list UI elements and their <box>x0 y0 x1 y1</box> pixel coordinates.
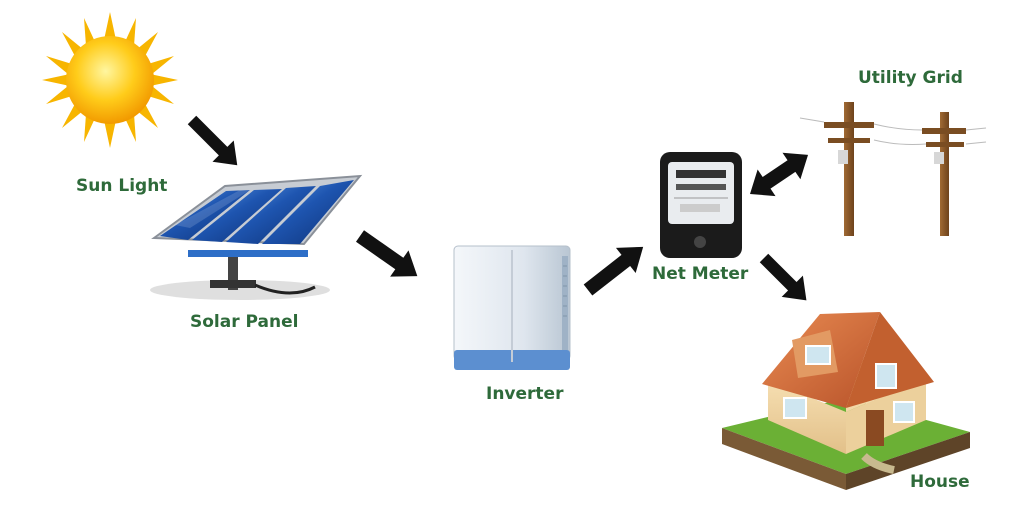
arrow-meter-grid-bidirectional <box>750 152 809 197</box>
arrow-inverter-to-meter <box>583 246 644 296</box>
flow-arrows <box>187 115 809 301</box>
arrow-sun-to-panel <box>187 115 238 166</box>
inverter-icon <box>453 245 571 370</box>
house-label: House <box>910 472 970 492</box>
inverter-label: Inverter <box>486 384 564 404</box>
utility-pole-icon <box>799 102 987 236</box>
arrow-meter-to-house <box>759 253 807 301</box>
net-meter-icon <box>660 152 742 258</box>
house-icon <box>722 312 970 490</box>
arrow-panel-to-inverter <box>355 230 418 277</box>
net-meter-label: Net Meter <box>652 264 749 284</box>
sun-icon <box>42 12 178 148</box>
solar-panel-label: Solar Panel <box>190 312 299 332</box>
sun-light-label: Sun Light <box>76 176 168 196</box>
solar-panel-icon <box>150 174 363 300</box>
utility-grid-label: Utility Grid <box>858 68 963 88</box>
